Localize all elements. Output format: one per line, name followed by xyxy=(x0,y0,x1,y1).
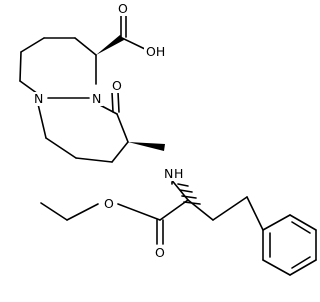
phenyl-ring xyxy=(262,214,317,276)
atom-ketone-o: O xyxy=(112,78,122,93)
wedge-bond-cooh xyxy=(96,35,124,55)
carboxylic-acid xyxy=(120,12,148,51)
seven-membered-ring xyxy=(37,103,129,163)
ketone-double-bond xyxy=(111,91,120,113)
ester-carbonyl xyxy=(156,219,164,245)
atom-ring-n2: N xyxy=(92,91,101,106)
atom-ester-o-double: O xyxy=(155,245,165,260)
atom-acid-o: O xyxy=(118,1,128,16)
atom-oh: OH xyxy=(146,44,165,59)
wedge-bond-amine xyxy=(128,142,165,151)
atom-labels: OH O N N O N H O O xyxy=(33,1,184,260)
ethyl-group xyxy=(40,202,99,221)
atom-ring-n1: N xyxy=(34,91,43,106)
atom-ester-o-single: O xyxy=(104,196,114,211)
six-membered-ring xyxy=(19,37,97,95)
atom-amine-h: H xyxy=(174,166,183,181)
phenethyl-chain xyxy=(187,196,264,231)
atom-amine-n: N xyxy=(164,166,173,181)
n-to-alpha-carbon xyxy=(169,177,189,201)
alpha-to-ester-carbon xyxy=(159,199,189,221)
ester-single-bond xyxy=(117,203,161,221)
